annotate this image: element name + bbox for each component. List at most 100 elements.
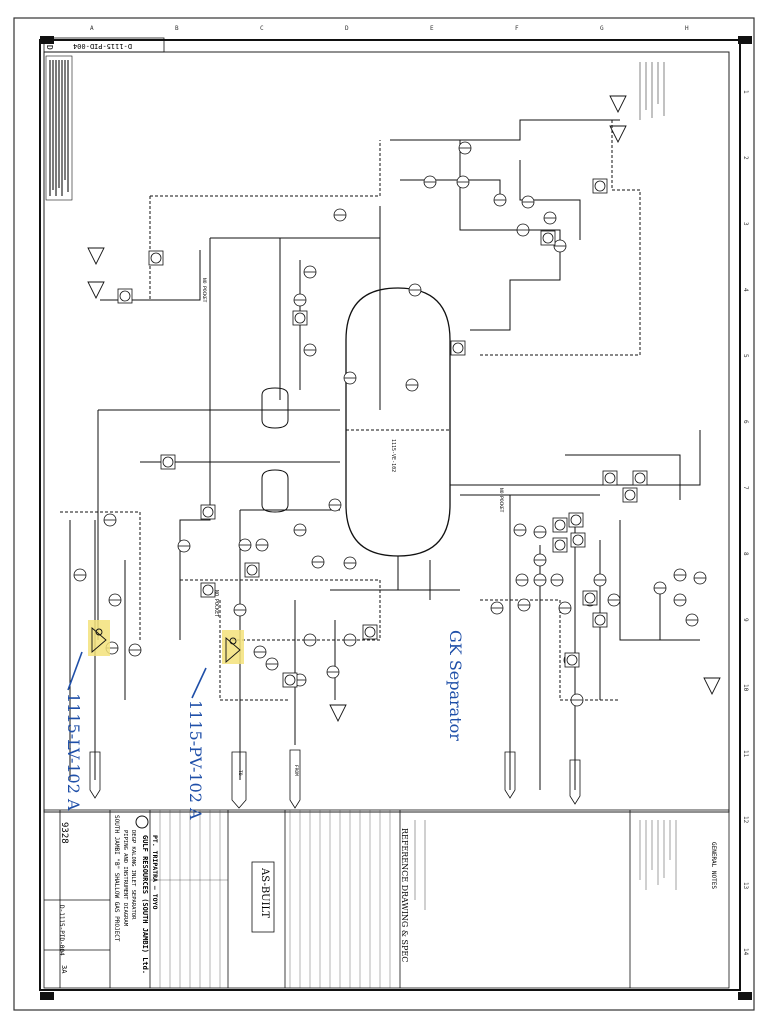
- control-box-circle: [624, 489, 636, 501]
- relief-triangles: [87, 95, 721, 723]
- corner-mark-br: [738, 992, 752, 1000]
- paper-border: [13, 17, 755, 1011]
- grid-row-number: 14: [742, 948, 749, 956]
- contractor-name: PT. TRIPATRA — TOYO: [151, 835, 159, 909]
- control-box-circle: [119, 290, 131, 302]
- control-box-circle: [594, 180, 606, 192]
- grid-row-number: 4: [742, 288, 749, 292]
- inner-frame: [43, 51, 730, 813]
- process-line: [619, 520, 700, 641]
- grid-row-number: 13: [742, 882, 749, 890]
- process-line: [390, 119, 620, 141]
- corner-mark-tl: [40, 36, 54, 44]
- grid-row-number: 8: [742, 552, 749, 556]
- process-line: [397, 556, 460, 591]
- dashed-signal: [480, 599, 620, 701]
- control-box-circle: [604, 472, 616, 484]
- process-line: [100, 250, 201, 301]
- control-box-circle: [542, 232, 554, 244]
- doc-number-top: D-1115-PID-004: [73, 42, 132, 50]
- as-built-stamp: AS-BUILT: [259, 867, 270, 918]
- corner-mark-tr: [738, 36, 752, 44]
- grid-row-number: 3: [742, 222, 749, 226]
- process-line: [565, 454, 681, 500]
- project-title: SOUTH JAMBI "B" SHALLOW GAS PROJECT: [113, 815, 120, 942]
- control-box-circle: [294, 312, 306, 324]
- reference-heading: REFERENCE DRAWING & SPEC: [400, 828, 409, 962]
- sheet-marker: D: [45, 45, 54, 50]
- control-box-circle: [634, 472, 646, 484]
- control-box-circle: [594, 614, 606, 626]
- handwritten-lv-102a: 1115-LV-102 A: [64, 693, 83, 811]
- instrument-bubbles: [73, 141, 707, 707]
- process-line: [519, 160, 581, 240]
- grid-row-number: 9: [742, 618, 749, 622]
- title-block-grid: [150, 810, 391, 988]
- grid-col-letter: A: [90, 25, 94, 32]
- knockout-pot-lower: [261, 469, 289, 513]
- dashed-signal: [150, 140, 381, 197]
- drawing-title: PIPING AND INSTRUMENT DIAGRAM: [122, 830, 128, 927]
- process-line: [450, 430, 701, 486]
- as-built-box: [251, 861, 275, 933]
- grid-row-number: 1: [742, 90, 749, 94]
- control-box-circle: [246, 564, 258, 576]
- process-line: [459, 140, 561, 331]
- general-notes-lines: [639, 820, 677, 890]
- control-box-circle: [554, 519, 566, 531]
- control-box-circle: [150, 252, 162, 264]
- reference-lines: [414, 820, 426, 910]
- dashed-signal: [60, 511, 141, 640]
- process-line: [210, 206, 381, 239]
- control-box-circle: [566, 654, 578, 666]
- owner-name: GULF RESOURCES (SOUTH JAMBI) Ltd.: [141, 835, 149, 974]
- grid-row-number: 7: [742, 486, 749, 490]
- from-label: FROM: [293, 765, 299, 776]
- to-label: TO: [237, 770, 243, 776]
- grid-col-letter: H: [685, 25, 689, 32]
- grid-col-letter: F: [515, 25, 519, 32]
- dashed-signal: [219, 600, 290, 701]
- corner-mark-bl: [40, 992, 54, 1000]
- handwritten-separator-label: GK Separator: [446, 630, 465, 741]
- control-boxes: [117, 178, 648, 688]
- revision: 3A: [60, 965, 68, 974]
- company-logo: [135, 815, 149, 829]
- grid-col-letter: D: [345, 25, 349, 32]
- grid-row-number: 5: [742, 354, 749, 358]
- process-diagram: 1115-VE-102: [60, 119, 701, 790]
- margin-notes-block: [45, 55, 73, 201]
- control-box-circle: [570, 514, 582, 526]
- control-box-circle: [584, 592, 596, 604]
- control-box-circle: [202, 584, 214, 596]
- general-notes-heading: GENERAL NOTES: [710, 842, 717, 889]
- handwritten-annotations: [67, 651, 207, 699]
- drawing-number: 9328: [59, 822, 69, 844]
- process-line: [400, 179, 501, 200]
- control-box-circle: [162, 456, 174, 468]
- drawing-subtitle: DEGP KALONG INLET SEPARATOR: [130, 830, 136, 920]
- no-pocket-label: NO POCKET: [498, 488, 504, 513]
- dashed-signal: [130, 196, 151, 301]
- valve-lv-102a: [91, 627, 107, 653]
- offsheet-connectors: [89, 749, 581, 809]
- grid-row-number: 2: [742, 156, 749, 160]
- dashed-signal: [480, 120, 641, 356]
- control-box-circle: [554, 539, 566, 551]
- highlight-lv-102a: [88, 620, 110, 656]
- highlight-pv-102a: [222, 630, 244, 664]
- grid-col-letter: E: [430, 25, 434, 32]
- knockout-pot-upper: [261, 387, 289, 429]
- control-box-circle: [202, 506, 214, 518]
- valve-pv-102a: [225, 637, 241, 663]
- grid-row-number: 12: [742, 816, 749, 824]
- grid-col-letter: G: [600, 25, 604, 32]
- doc-tab: [43, 37, 165, 53]
- vessel-tag: 1115-VE-102: [390, 439, 396, 472]
- grid-row-number: 10: [742, 684, 749, 692]
- grid-row-number: 6: [742, 420, 749, 424]
- no-pocket-label: NO POCKET: [213, 590, 219, 617]
